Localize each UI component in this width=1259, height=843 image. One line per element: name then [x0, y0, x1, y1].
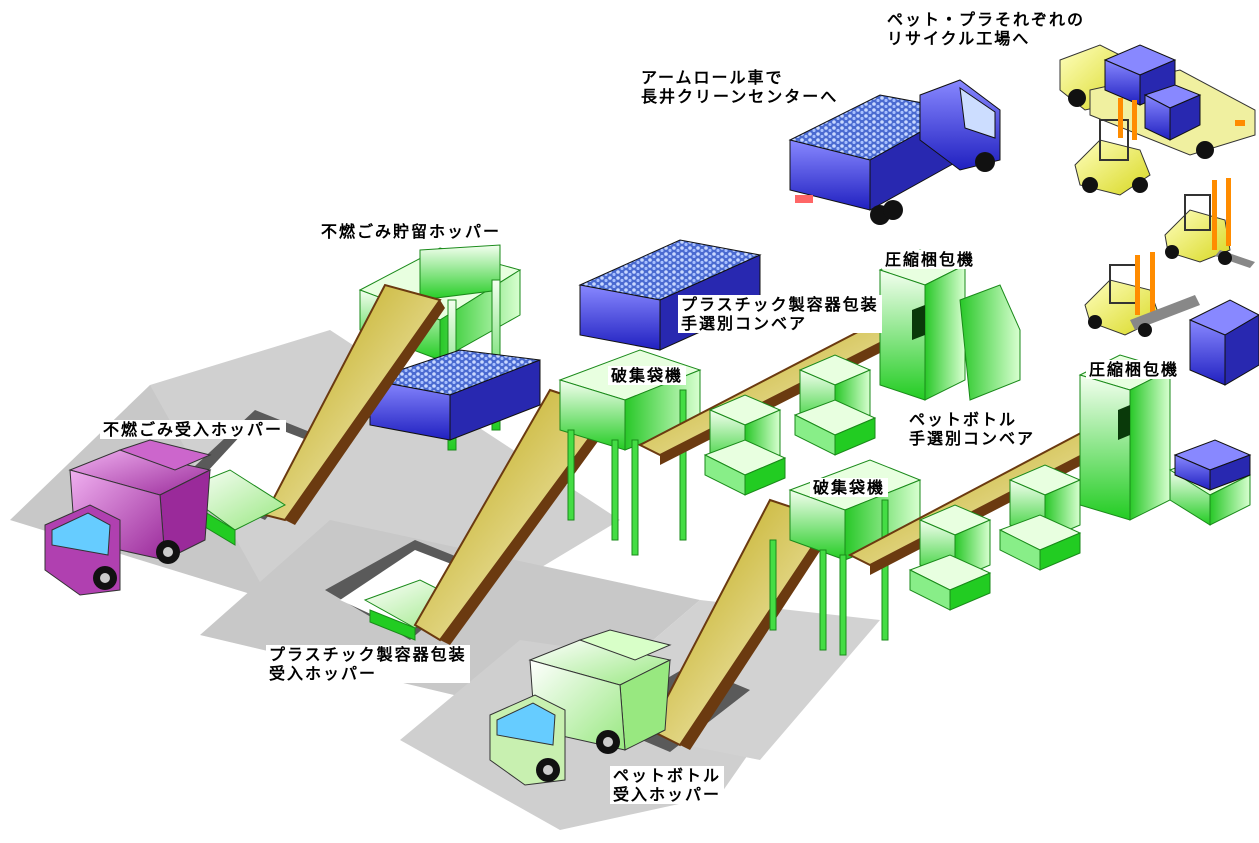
label-line: 受入ホッパー	[613, 785, 722, 804]
label-incombustible-storage-hopper: 不燃ごみ貯留ホッパー	[318, 222, 505, 241]
conveyor-incombustible	[263, 283, 445, 525]
label-pet-sorting-conveyor: ペットボトル 手選別コンベア	[906, 410, 1039, 448]
bag-breaker-2	[769, 459, 922, 656]
label-line: 破集袋機	[611, 366, 684, 385]
label-line: ペットボトル	[909, 410, 1018, 429]
label-line: ペット・プラそれぞれの	[887, 10, 1086, 29]
flatbed-truck-icon	[1059, 44, 1256, 159]
label-line: 破集袋機	[813, 478, 886, 497]
label-line: アームロール車で	[641, 68, 784, 87]
label-incombustible-receiving-hopper: 不燃ごみ受入ホッパー	[100, 420, 287, 439]
label-line: 圧縮梱包機	[885, 250, 976, 269]
label-line: リサイクル工場へ	[887, 29, 1031, 48]
label-line: 受入ホッパー	[269, 664, 378, 683]
label-line: 長井クリーンセンターへ	[641, 87, 839, 106]
label-line: 不燃ごみ受入ホッパー	[103, 420, 284, 439]
label-line: プラスチック製容器包装	[269, 645, 467, 664]
label-pet-receiving-hopper: ペットボトル 受入ホッパー	[610, 766, 725, 804]
label-bag-breaker-1: 破集袋機	[608, 366, 687, 385]
label-bag-breaker-2: 破集袋機	[810, 478, 889, 497]
label-line: 手選別コンベア	[681, 314, 808, 333]
label-armroll-truck: アームロール車で 長井クリーンセンターへ	[638, 68, 842, 106]
label-line: 不燃ごみ貯留ホッパー	[321, 222, 502, 241]
label-compression-baler-2: 圧縮梱包機	[1086, 360, 1183, 379]
label-recycle-factory: ペット・プラそれぞれの リサイクル工場へ	[884, 10, 1089, 48]
label-line: ペットボトル	[613, 766, 722, 785]
forklift-icon	[1084, 252, 1200, 337]
label-compression-baler-1: 圧縮梱包機	[882, 250, 979, 269]
label-line: 圧縮梱包機	[1089, 360, 1180, 379]
label-line: プラスチック製容器包装	[681, 295, 879, 314]
dump-truck-icon	[788, 79, 1001, 225]
gravel-bin-incombustible	[368, 349, 541, 441]
forklift-icon	[1164, 178, 1255, 268]
label-line: 手選別コンベア	[909, 429, 1036, 448]
garbage-truck-icon	[489, 629, 672, 786]
label-plastic-receiving-hopper: プラスチック製容器包装 受入ホッパー	[266, 645, 470, 683]
plastic-sorting-conveyor	[637, 308, 928, 496]
pet-sorting-conveyor	[847, 413, 1143, 611]
label-plastic-sorting-conveyor: プラスチック製容器包装 手選別コンベア	[678, 295, 882, 333]
forklift-icon	[1074, 98, 1151, 196]
compression-baler-1	[878, 249, 1021, 401]
bale-stack-icon	[1173, 299, 1259, 491]
garbage-truck-icon	[44, 439, 212, 596]
